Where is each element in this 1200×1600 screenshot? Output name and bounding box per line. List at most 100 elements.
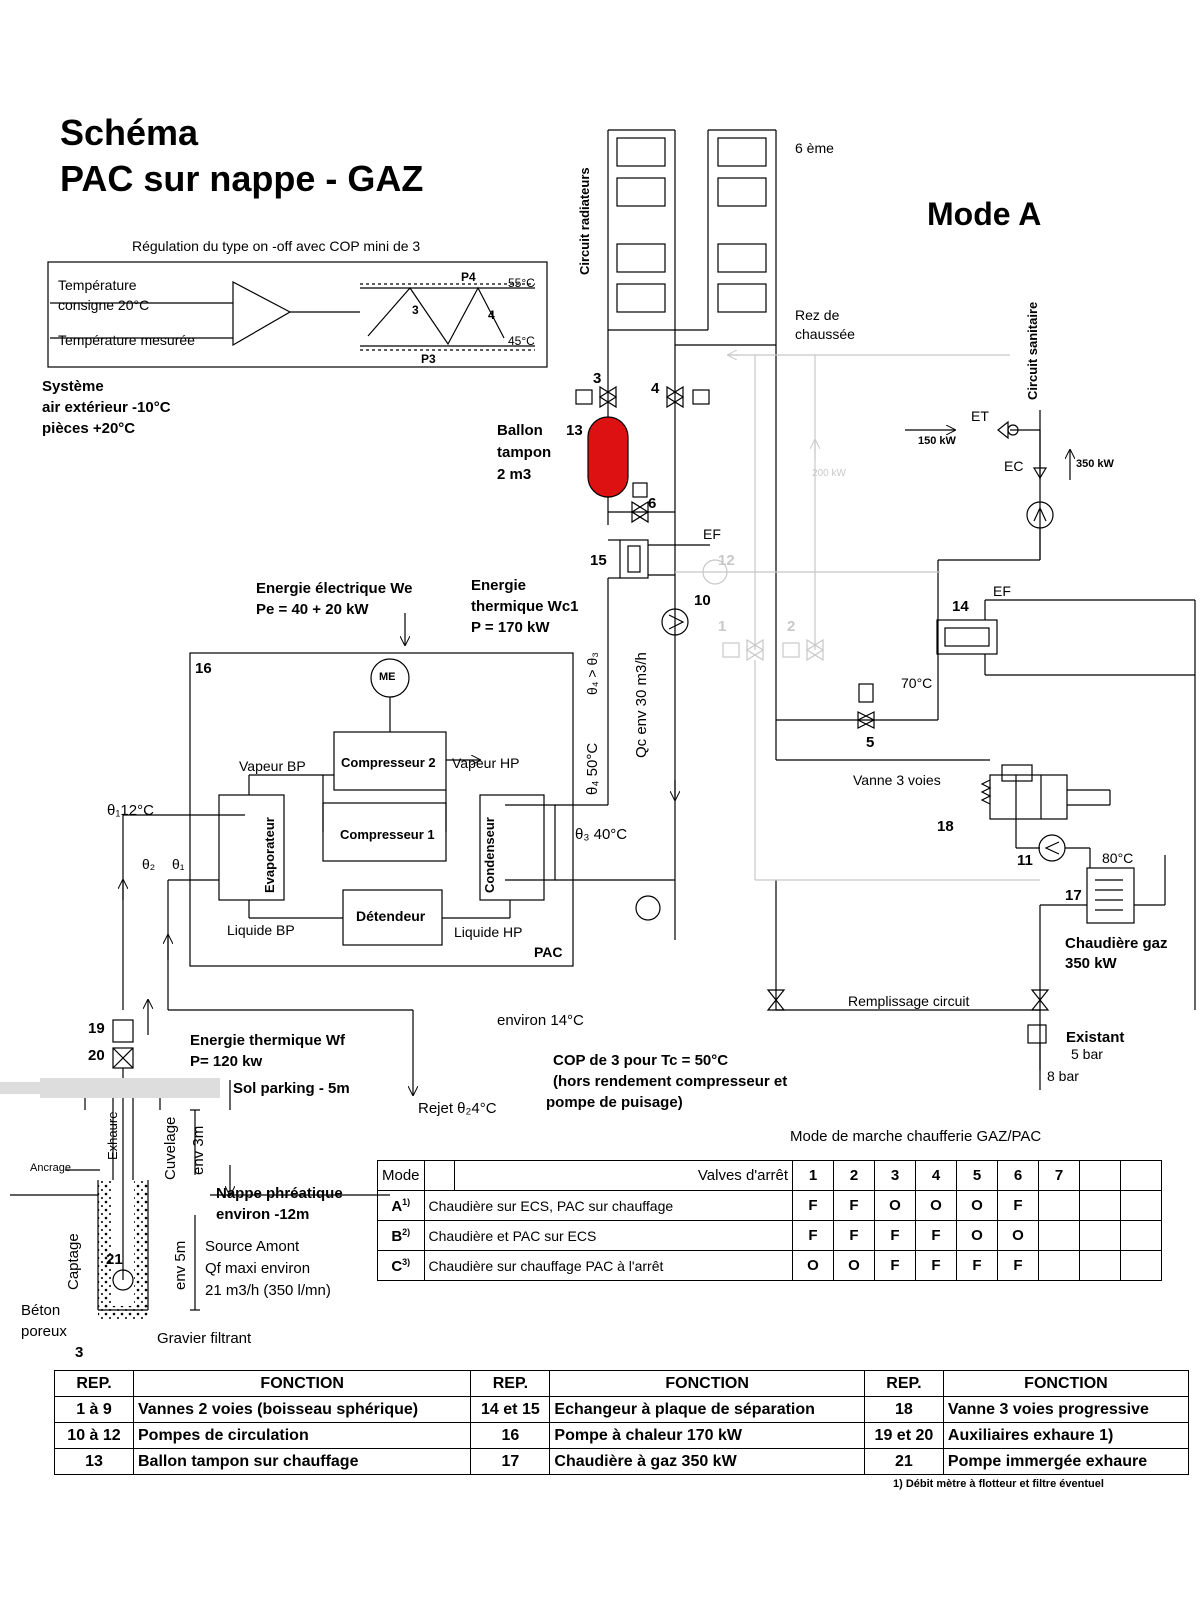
anchor-label: Ancrage	[30, 1162, 71, 1174]
valve-state: F	[956, 1250, 998, 1281]
valve-state: F	[833, 1220, 875, 1251]
cop-line2: (hors rendement compresseur et	[553, 1073, 788, 1090]
legend-function: Pompes de circulation	[132, 1422, 472, 1449]
ref-10: 10	[694, 592, 711, 609]
col-header: 2	[833, 1160, 875, 1191]
boiler-label-2: 350 kW	[1065, 955, 1117, 972]
col-header	[1079, 1160, 1121, 1191]
inactive-circuit	[675, 355, 1040, 881]
valve-state	[1120, 1250, 1162, 1281]
fill-circuit-label: Remplissage circuit	[848, 993, 970, 1009]
system-line2: air extérieur -10°C	[42, 399, 171, 416]
liquid-hp: Liquide HP	[454, 924, 523, 940]
buffer-tank-13	[587, 416, 629, 498]
valve-state: O	[874, 1190, 916, 1221]
system-line1: Système	[42, 378, 104, 395]
condenser	[479, 794, 545, 901]
legend-function: Chaudière à gaz 350 kW	[549, 1448, 865, 1475]
reg-4-label: 4	[488, 308, 495, 322]
valve-state: O	[915, 1190, 957, 1221]
mode-desc: Chaudière sur ECS, PAC sur chauffage	[423, 1190, 794, 1221]
liquid-bp: Liquide BP	[227, 922, 295, 938]
legend-header-cell: FONCTION	[132, 1370, 472, 1397]
evaporator	[218, 794, 285, 901]
valve-state: O	[833, 1250, 875, 1281]
theta4-gt-theta3: θ₄ > θ₃	[584, 652, 600, 695]
legend-function: Ballon tampon sur chauffage	[132, 1448, 472, 1475]
floor-6-label: 6 ème	[795, 140, 834, 156]
ballon-3: 2 m3	[497, 466, 532, 483]
pressure-5bar: 5 bar	[1071, 1046, 1103, 1062]
kw200-label: 200 kW	[812, 468, 846, 479]
exchanger-15	[619, 539, 649, 579]
ref-21: 21	[106, 1251, 123, 1268]
gravel-label: Gravier filtrant	[157, 1330, 252, 1347]
pump-10	[661, 608, 689, 636]
compressor-2-label: Compresseur 2	[341, 755, 436, 770]
mode-cell: C3)	[377, 1250, 425, 1281]
temp-70: 70°C	[901, 675, 933, 691]
kw150-label: 150 kW	[918, 435, 956, 447]
theta3-40: θ₃ 40°C	[575, 826, 628, 843]
legend-rep: 18	[863, 1396, 944, 1423]
cop-line3: pompe de puisage)	[546, 1094, 683, 1111]
radiator-circuit	[607, 129, 777, 346]
table-row: 10 à 12 Pompes de circulation 16 Pompe à…	[54, 1422, 1190, 1449]
ground-floor-2: chaussée	[795, 326, 855, 342]
porous-concrete-2: poreux	[21, 1323, 67, 1340]
exchanger-14	[936, 619, 998, 655]
source-1: Source Amont	[205, 1238, 300, 1255]
col-header: 5	[956, 1160, 998, 1191]
vapour-hp: Vapeur HP	[452, 755, 520, 771]
motor-label: ME	[379, 671, 396, 683]
theta1-label: θ₁	[172, 856, 185, 872]
thermal-energy-1: Energie	[471, 577, 527, 594]
valve-state: F	[997, 1250, 1039, 1281]
valve-state	[1079, 1250, 1121, 1281]
col-header	[1120, 1160, 1162, 1191]
ballon-2: tampon	[497, 444, 552, 461]
source-2: Qf maxi environ	[205, 1260, 311, 1277]
ref-18: 18	[937, 818, 954, 835]
thermal-wf-1: Energie thermique Wf	[190, 1032, 346, 1049]
sanitary-circuit-label: Circuit sanitaire	[1025, 301, 1040, 400]
existing-label: Existant	[1066, 1029, 1125, 1046]
legend-header: REP. FONCTION REP. FONCTION REP. FONCTIO…	[54, 1370, 1190, 1397]
setpoint-label-1: Température	[58, 277, 137, 293]
condenser-label: Condenseur	[482, 817, 497, 893]
valve-state: O	[997, 1220, 1039, 1251]
regulation-caption: Régulation du type on -off avec COP mini…	[132, 238, 421, 254]
ref-13: 13	[566, 422, 583, 439]
mode-cell: B2)	[377, 1220, 425, 1251]
legend-header-cell: REP.	[54, 1370, 134, 1397]
theta2-label: θ₂	[142, 856, 156, 872]
table-row: C3) Chaudière sur chauffage PAC à l'arrê…	[377, 1250, 1162, 1281]
legend-rep: 1 à 9	[54, 1396, 134, 1423]
mode-title: Mode A	[927, 196, 1042, 232]
env-3m: env 3m	[190, 1125, 207, 1175]
temp-high: 55°C	[508, 276, 535, 290]
flow-rate-label: Qc env 30 m3/h	[633, 652, 650, 758]
legend-rep: 13	[54, 1448, 134, 1475]
legend-rep: 14 et 15	[470, 1396, 551, 1423]
p4-label: P4	[461, 270, 476, 284]
valves-header: Valves d'arrêt	[454, 1160, 793, 1191]
valve-state: F	[792, 1220, 834, 1251]
thermal-wf-2: P= 120 kw	[190, 1053, 263, 1070]
valve-state: O	[956, 1220, 998, 1251]
ref-16: 16	[195, 660, 212, 677]
ref-14: 14	[952, 598, 969, 615]
casing-label: Cuvelage	[162, 1116, 179, 1180]
cop-line1: COP de 3 pour Tc = 50°C	[553, 1052, 729, 1069]
electric-energy-2: Pe = 40 + 20 kW	[256, 601, 369, 618]
reg-3-label: 3	[412, 303, 419, 317]
legend-footnote: 1) Débit mètre à flotteur et filtre éven…	[893, 1478, 1104, 1490]
mode-desc: Chaudière sur chauffage PAC à l'arrêt	[423, 1250, 794, 1281]
expansion-valve-label: Détendeur	[356, 908, 426, 924]
exhaure-label: Exhaure	[105, 1111, 120, 1160]
porous-concrete-1: Béton	[21, 1302, 61, 1319]
ref-3: 3	[593, 370, 602, 387]
three-way-valve-label: Vanne 3 voies	[853, 772, 941, 788]
legend-rep: 21	[863, 1448, 944, 1475]
